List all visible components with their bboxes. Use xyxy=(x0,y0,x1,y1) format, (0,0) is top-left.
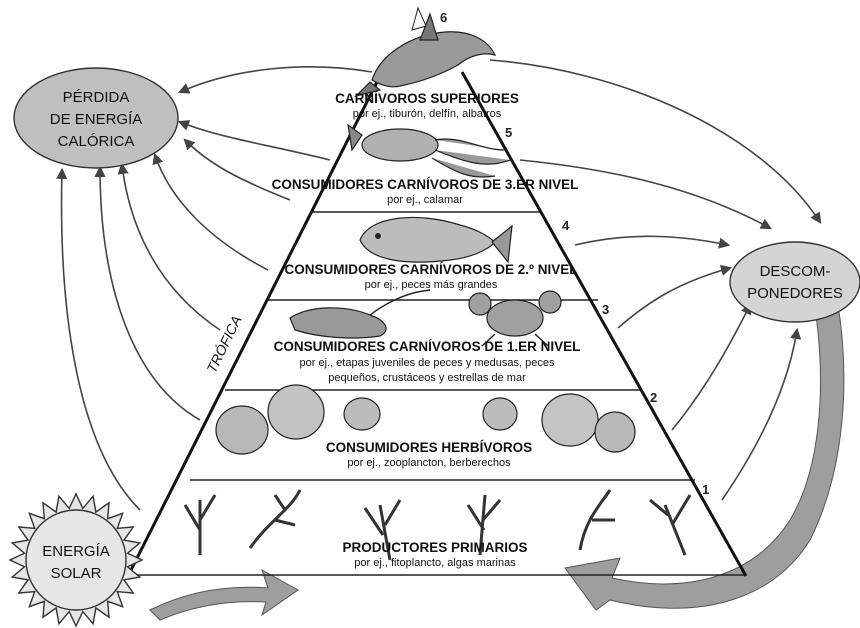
solar-line2: SOLAR xyxy=(51,565,102,582)
cockle-shells xyxy=(215,384,636,455)
nutrient-return-arrow xyxy=(564,304,845,611)
level-6-examples: por ej., tiburón, delfín, albatros xyxy=(353,108,502,120)
level-3-examples-line2: pequeños, crustáceos y estrellas de mar xyxy=(328,372,526,384)
level-number-4: 4 xyxy=(562,218,570,233)
decomposers-line1: DESCOM- xyxy=(760,263,831,280)
level-2-title: CONSUMIDORES HERBÍVOROS xyxy=(326,440,532,455)
level-labels: CARNÍVOROS SUPERIORES por ej., tiburón, … xyxy=(203,91,580,569)
heat-loss-arrows xyxy=(56,66,373,511)
solar-line1: ENERGÍA xyxy=(42,543,110,560)
heat-loss-line1: PÉRDIDA xyxy=(63,89,130,106)
level-6-title: CARNÍVOROS SUPERIORES xyxy=(335,91,519,106)
level-number-3: 3 xyxy=(602,302,609,317)
level-numbers: 6 5 4 3 2 1 xyxy=(411,6,709,497)
heat-loss-node: PÉRDIDA DE ENERGÍA CALÓRICA xyxy=(13,67,179,169)
solar-input-arrow xyxy=(149,568,299,621)
level-number-1: 1 xyxy=(702,482,709,497)
heat-loss-line2: DE ENERGÍA xyxy=(50,111,143,128)
level-4-title: CONSUMIDORES CARNÍVOROS DE 2.º NIVEL xyxy=(285,262,578,277)
level-number-5: 5 xyxy=(505,125,512,140)
decomposers-node: DESCOM- PONEDORES xyxy=(729,241,860,323)
heat-loss-line3: CALÓRICA xyxy=(58,133,135,150)
level-1-title: PRODUCTORES PRIMARIOS xyxy=(342,540,527,555)
level-5-examples: por ej., calamar xyxy=(387,194,463,206)
level-3-examples-line1: por ej., etapas juveniles de peces y med… xyxy=(300,357,555,369)
level-2-examples: por ej., zooplancton, berberechos xyxy=(347,457,511,469)
level-5-title: CONSUMIDORES CARNÍVOROS DE 3.ER NIVEL xyxy=(272,177,579,192)
decomposers-line2: PONEDORES xyxy=(747,285,843,302)
sun-icon: ENERGÍA SOLAR xyxy=(8,492,144,628)
crab-illustration xyxy=(468,290,562,347)
level-number-6: 6 xyxy=(440,10,447,25)
dolphin-illustration xyxy=(354,12,497,98)
squid-illustration xyxy=(347,123,511,178)
level-number-2: 2 xyxy=(650,390,657,405)
level-4-examples: por ej., peces más grandes xyxy=(365,279,498,291)
level-3-title: CONSUMIDORES CARNÍVOROS DE 1.ER NIVEL xyxy=(274,339,581,354)
fish-illustration xyxy=(359,216,513,264)
shrimp-illustration xyxy=(289,289,431,339)
decomposer-arrows xyxy=(489,59,822,501)
level-1-examples: por ej., fitoplancto, algas marinas xyxy=(354,557,516,569)
seaweed-illustration xyxy=(183,489,692,561)
